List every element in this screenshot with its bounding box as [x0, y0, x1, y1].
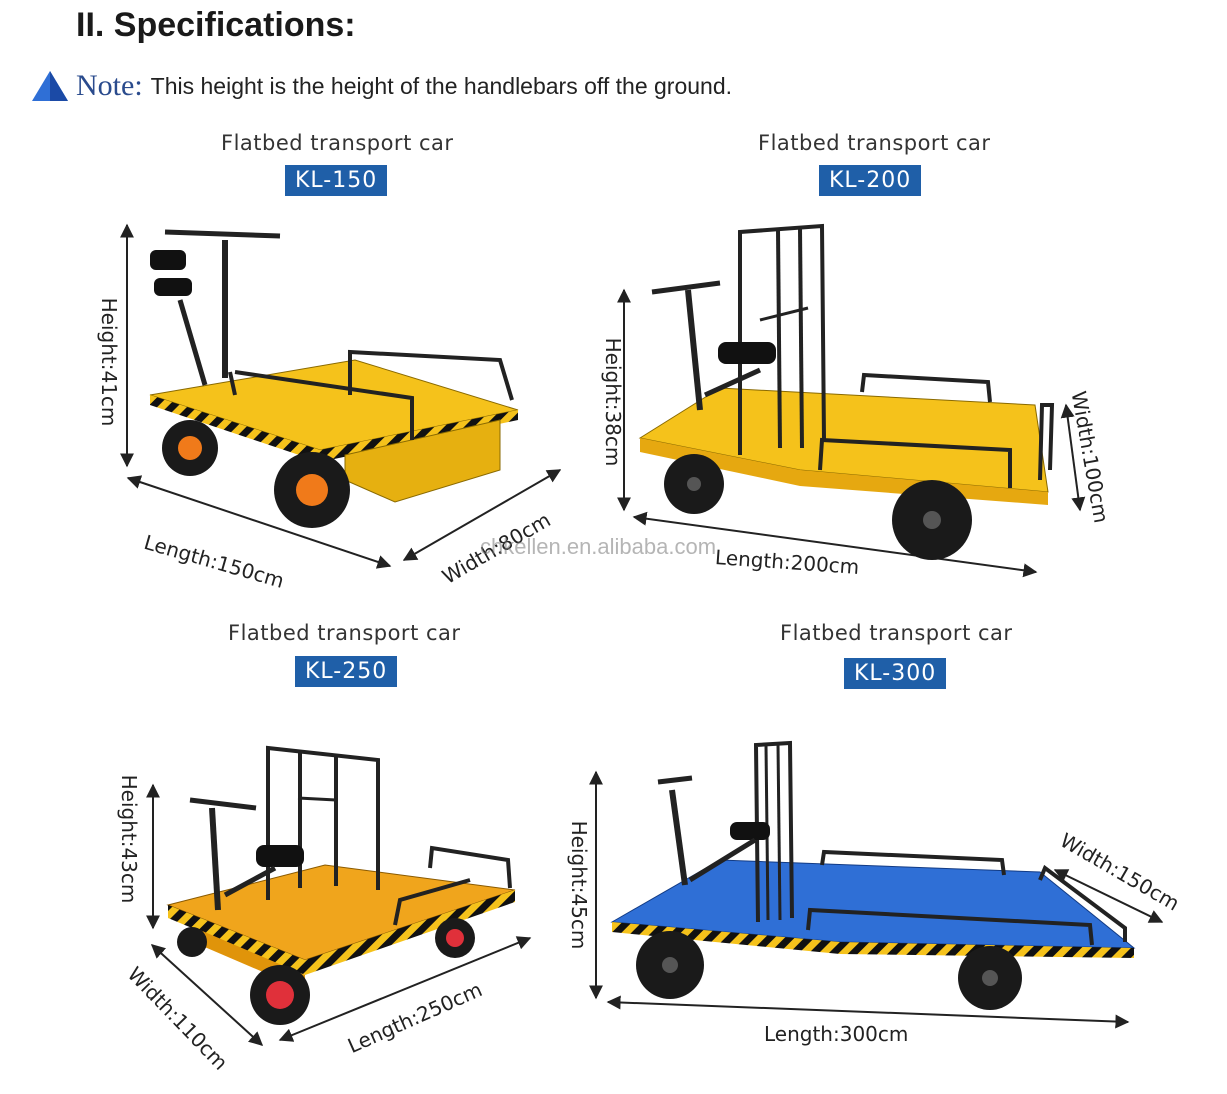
vehicle-kl-300	[589, 740, 1164, 1029]
height-label: Height:38cm	[601, 337, 625, 467]
model-badge: KL-150	[285, 165, 388, 196]
vehicle-kl-250	[146, 745, 532, 1046]
product-title: Flatbed transport car	[221, 131, 454, 155]
height-label: Height:45cm	[567, 820, 591, 950]
product-title: Flatbed transport car	[228, 621, 461, 645]
height-label: Height:43cm	[117, 774, 141, 904]
height-label: Height:41cm	[97, 297, 121, 427]
vehicle-kl-150	[120, 223, 562, 569]
page-heading: II. Specifications:	[76, 6, 356, 44]
note-label: Note:	[76, 69, 143, 102]
watermark: chkellen.en.alibaba.com	[480, 534, 717, 559]
length-label: Length:300cm	[764, 1022, 909, 1046]
model-badge: KL-250	[295, 656, 398, 687]
note-line: Note: This height is the height of the h…	[30, 68, 732, 104]
vehicle-kl-200	[617, 223, 1086, 578]
product-title: Flatbed transport car	[780, 621, 1013, 645]
model-badge: KL-200	[819, 165, 922, 196]
warning-triangle-icon	[32, 71, 68, 101]
note-text: This height is the height of the handleb…	[150, 72, 733, 99]
product-title: Flatbed transport car	[758, 131, 991, 155]
model-badge: KL-300	[844, 658, 947, 689]
